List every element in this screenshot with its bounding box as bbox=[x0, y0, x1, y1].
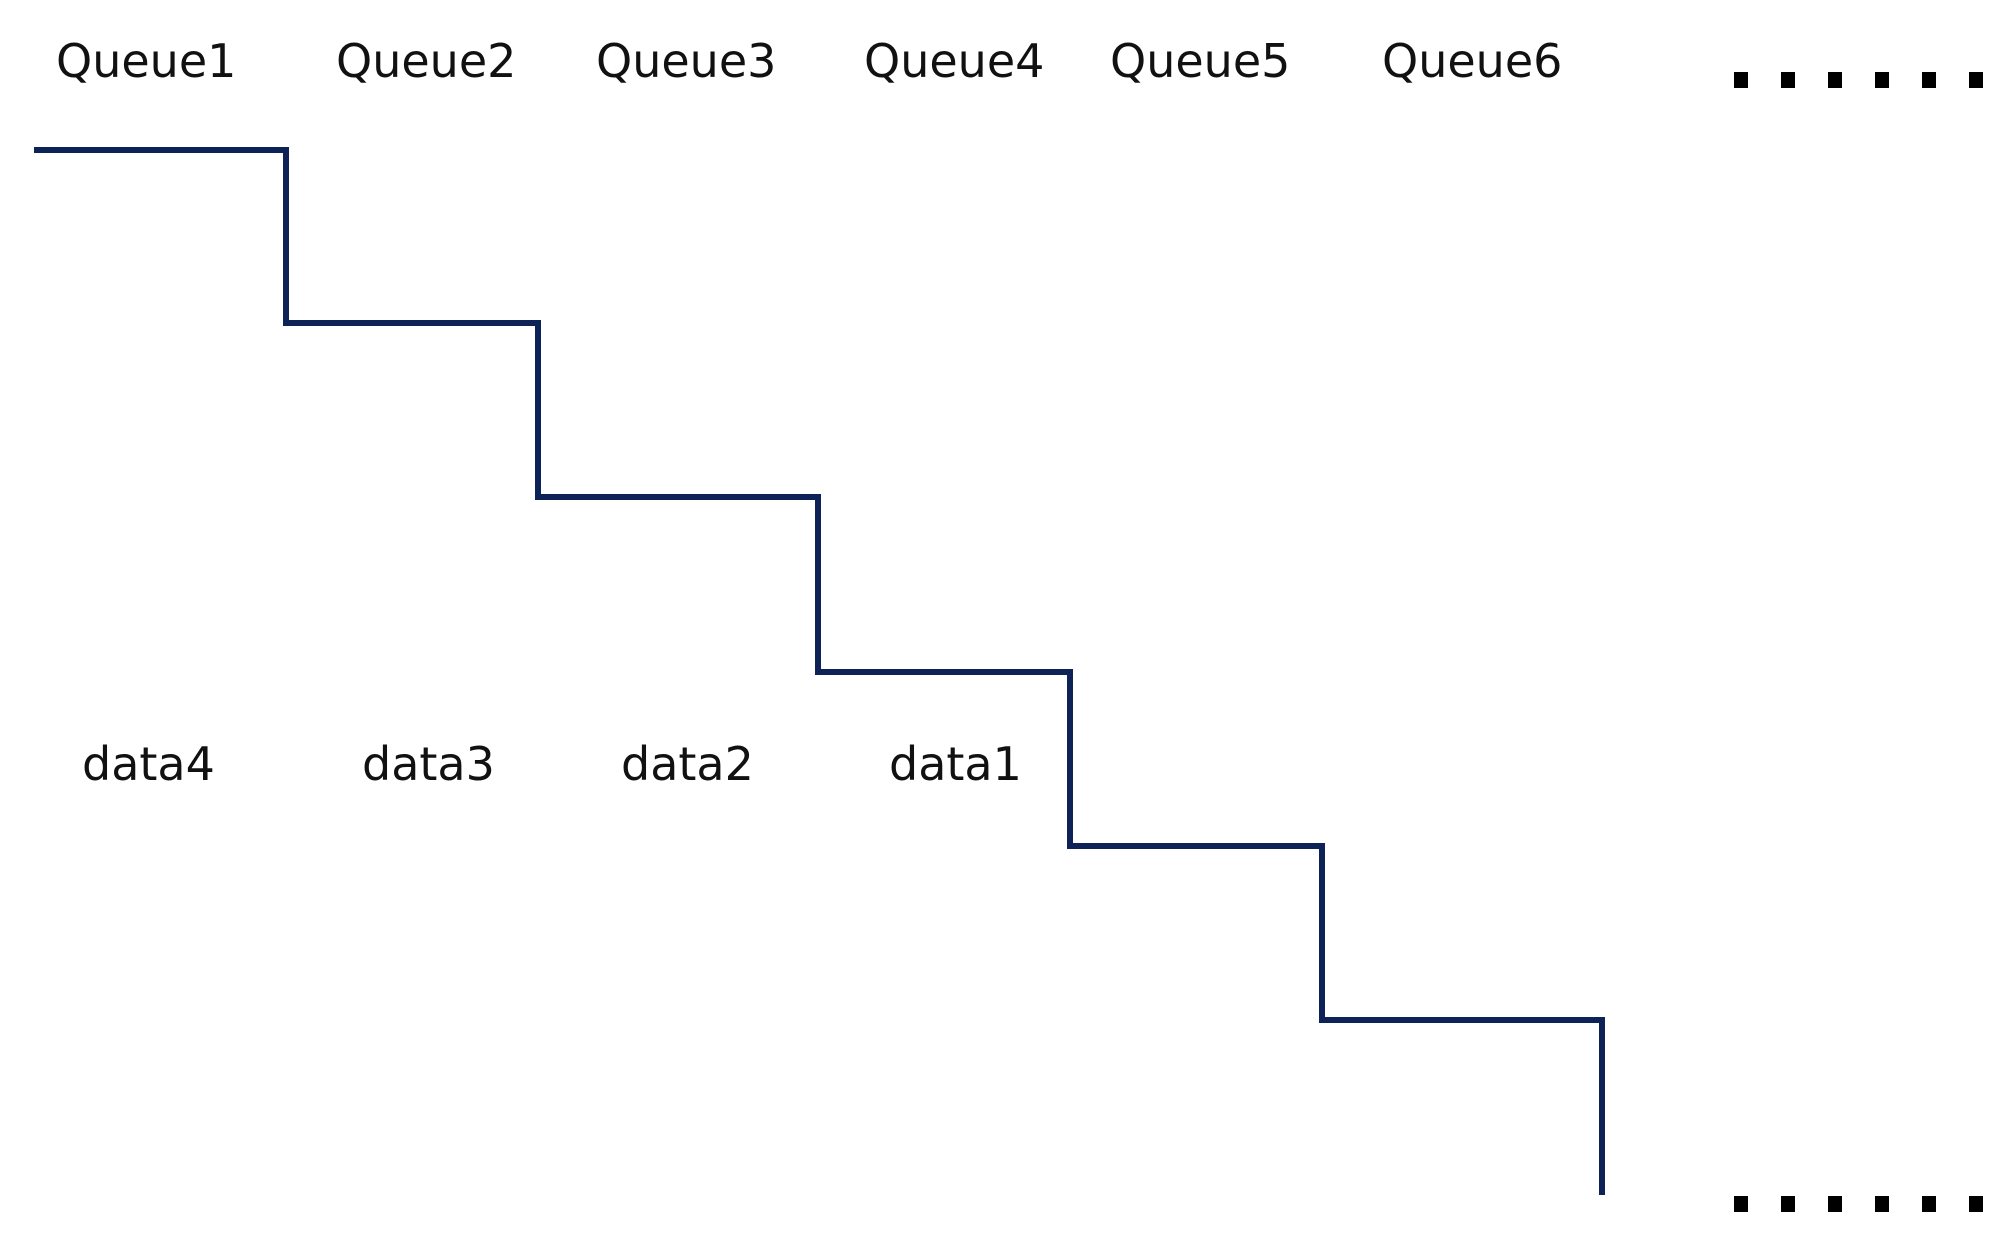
data-label-4: data4 bbox=[82, 737, 215, 791]
ellipsis-dot bbox=[1734, 1196, 1748, 1212]
ellipsis-dot bbox=[1875, 72, 1889, 88]
queue-label-6: Queue6 bbox=[1382, 34, 1563, 88]
ellipsis-dot bbox=[1781, 72, 1795, 88]
ellipsis-dot bbox=[1875, 1196, 1889, 1212]
ellipsis-dot bbox=[1969, 1196, 1983, 1212]
ellipsis-dot bbox=[1828, 1196, 1842, 1212]
data-label-3: data3 bbox=[362, 737, 495, 791]
ellipsis-dot bbox=[1969, 72, 1983, 88]
queue-label-3: Queue3 bbox=[596, 34, 777, 88]
ellipsis-top bbox=[1734, 72, 1984, 92]
queue-label-1: Queue1 bbox=[56, 34, 237, 88]
ellipsis-bottom bbox=[1734, 1196, 1984, 1216]
data-label-1: data1 bbox=[889, 737, 1022, 791]
queue-label-4: Queue4 bbox=[864, 34, 1045, 88]
data-label-2: data2 bbox=[621, 737, 754, 791]
ellipsis-dot bbox=[1922, 72, 1936, 88]
ellipsis-dot bbox=[1781, 1196, 1795, 1212]
ellipsis-dot bbox=[1828, 72, 1842, 88]
ellipsis-dot bbox=[1922, 1196, 1936, 1212]
queue-label-2: Queue2 bbox=[336, 34, 517, 88]
staircase-path bbox=[34, 147, 1605, 1195]
ellipsis-dot bbox=[1734, 72, 1748, 88]
queue-label-5: Queue5 bbox=[1110, 34, 1291, 88]
